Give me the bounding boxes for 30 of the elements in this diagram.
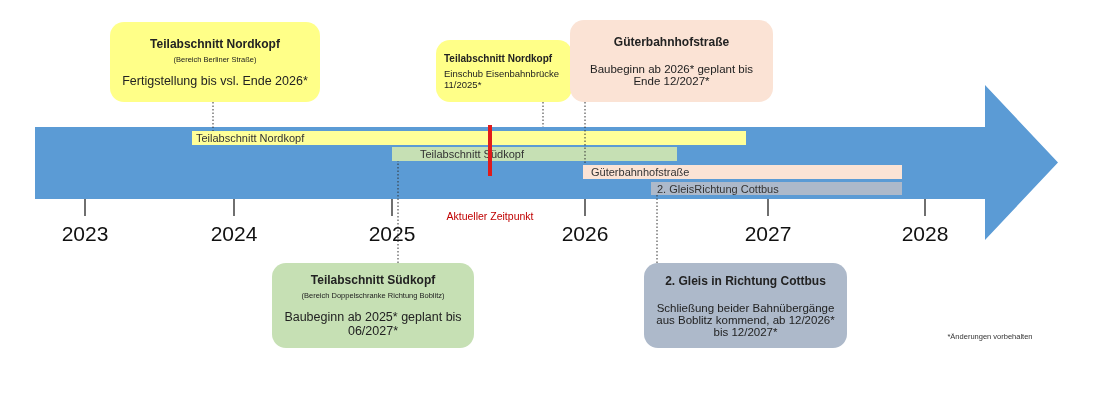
callout-box: [436, 40, 572, 102]
year-label: 2028: [900, 222, 950, 246]
phase-bar: 2. GleisRichtung Cottbus: [651, 182, 902, 195]
leader-line: [584, 101, 586, 166]
callout-box: [644, 263, 847, 348]
box-title: Teilabschnitt Südkopf: [310, 273, 436, 287]
box-text: Baubeginn ab 2025* geplant bis 06/2027*: [283, 310, 463, 338]
box-text: Baubeginn ab 2026* geplant bis Ende 12/2027*: [588, 63, 755, 87]
box-text: Einschub Eisenbahnbrücke 11/2025*: [444, 67, 561, 90]
year-label: 2026: [560, 222, 610, 246]
leader-line: [542, 101, 544, 128]
year-label: 2025: [367, 222, 417, 246]
phase-bar: Teilabschnitt Nordkopf: [192, 131, 746, 145]
year-label: 2024: [209, 222, 259, 246]
callout-box: [272, 263, 474, 348]
leader-line: [397, 160, 399, 264]
phase-bar: Güterbahnhofstraße: [583, 165, 902, 179]
year-label: 2027: [743, 222, 793, 246]
box-title: Teilabschnitt Nordkopf: [444, 52, 553, 64]
box-title: Güterbahnhofstraße: [613, 35, 730, 49]
marker-label: Aktueller Zeitpunkt: [445, 210, 535, 222]
callout-box: [570, 20, 773, 102]
box-text: Schließung beider Bahnübergänge aus Boblitz kommend, ab 12/2026* bis 12/2027*: [655, 301, 836, 338]
callout-box: [110, 22, 320, 102]
year-label: 2023: [60, 222, 110, 246]
box-text: Fertigstellung bis vsl. Ende 2026*: [122, 73, 308, 88]
leader-line: [212, 101, 214, 132]
leader-line: [656, 194, 658, 264]
box-title: Teilabschnitt Nordkopf: [150, 36, 280, 51]
box-title: 2. Gleis in Richtung Cottbus: [665, 273, 826, 288]
